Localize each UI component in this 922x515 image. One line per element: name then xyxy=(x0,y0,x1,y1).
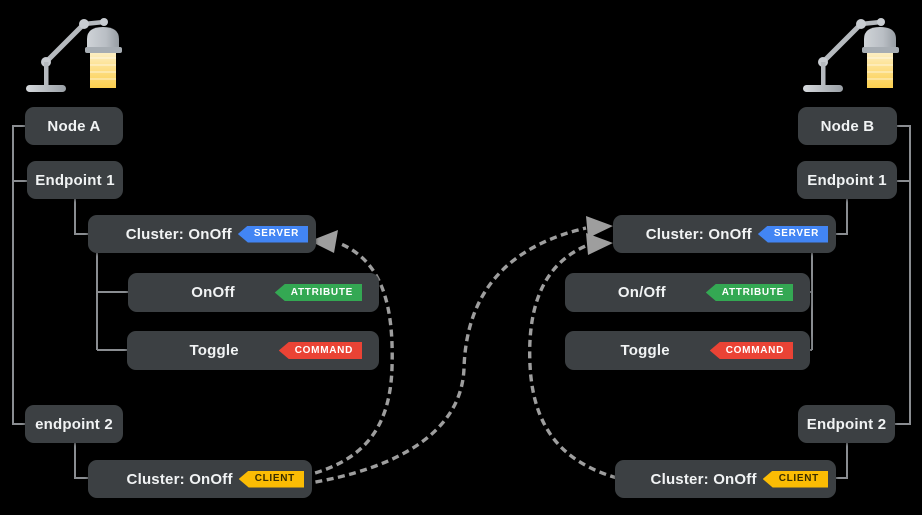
right-client-cluster-box: Cluster: OnOff CLIENT xyxy=(615,460,836,498)
right-attribute-badge: ATTRIBUTE xyxy=(705,284,793,301)
binding-arrow-clientB-to-serverB xyxy=(527,243,618,480)
right-client-badge: CLIENT xyxy=(762,470,828,488)
left-client-badge: CLIENT xyxy=(238,470,304,488)
node-a-box: Node A xyxy=(25,107,123,145)
right-attribute-box: On/Off ATTRIBUTE xyxy=(565,273,810,312)
left-endpoint-2-label: endpoint 2 xyxy=(35,415,113,433)
right-server-cluster-label: Cluster: OnOff xyxy=(645,225,752,243)
left-command-badge: COMMAND xyxy=(278,342,362,359)
right-server-badge: SERVER xyxy=(757,225,828,243)
left-attribute-label: OnOff xyxy=(191,284,235,301)
right-endpoint-1-label: Endpoint 1 xyxy=(807,171,887,189)
arrowhead-icon-right-server-upper xyxy=(586,216,613,238)
left-endpoint-1-box: Endpoint 1 xyxy=(27,161,123,199)
node-a-label: Node A xyxy=(47,117,101,135)
right-attribute-label: On/Off xyxy=(617,284,666,301)
arrowhead-icon-left-server xyxy=(310,230,338,253)
desk-lamp-icon xyxy=(803,18,899,92)
left-client-cluster-box: Cluster: OnOff CLIENT xyxy=(88,460,312,498)
right-server-cluster-box: Cluster: OnOff SERVER xyxy=(613,215,836,253)
left-client-cluster-label: Cluster: OnOff xyxy=(126,470,233,488)
node-b-label: Node B xyxy=(820,117,875,135)
tree-connector-left xyxy=(12,125,128,479)
right-endpoint-1-box: Endpoint 1 xyxy=(797,161,897,199)
left-attribute-box: OnOff ATTRIBUTE xyxy=(128,273,379,312)
right-command-badge: COMMAND xyxy=(709,342,793,359)
left-command-box: Toggle COMMAND xyxy=(127,331,379,370)
desk-lamp-icon xyxy=(26,18,122,92)
right-endpoint-2-box: Endpoint 2 xyxy=(798,405,895,443)
left-server-cluster-label: Cluster: OnOff xyxy=(125,225,232,243)
right-endpoint-2-label: Endpoint 2 xyxy=(806,415,887,433)
node-b-box: Node B xyxy=(798,107,897,145)
binding-arrows xyxy=(303,216,618,486)
right-command-label: Toggle xyxy=(620,342,670,359)
left-endpoint-2-box: endpoint 2 xyxy=(25,405,123,443)
left-endpoint-1-label: Endpoint 1 xyxy=(35,171,115,189)
arrowhead-icon-right-server-lower xyxy=(586,233,613,255)
left-server-cluster-box: Cluster: OnOff SERVER xyxy=(88,215,316,253)
left-server-badge: SERVER xyxy=(237,225,308,243)
right-client-cluster-label: Cluster: OnOff xyxy=(650,470,757,488)
right-command-box: Toggle COMMAND xyxy=(565,331,810,370)
left-attribute-badge: ATTRIBUTE xyxy=(274,284,362,301)
binding-arrow-clientA-to-serverB xyxy=(303,226,587,486)
binding-arrow-clientA-to-serverA xyxy=(303,242,394,478)
left-command-label: Toggle xyxy=(189,342,239,359)
